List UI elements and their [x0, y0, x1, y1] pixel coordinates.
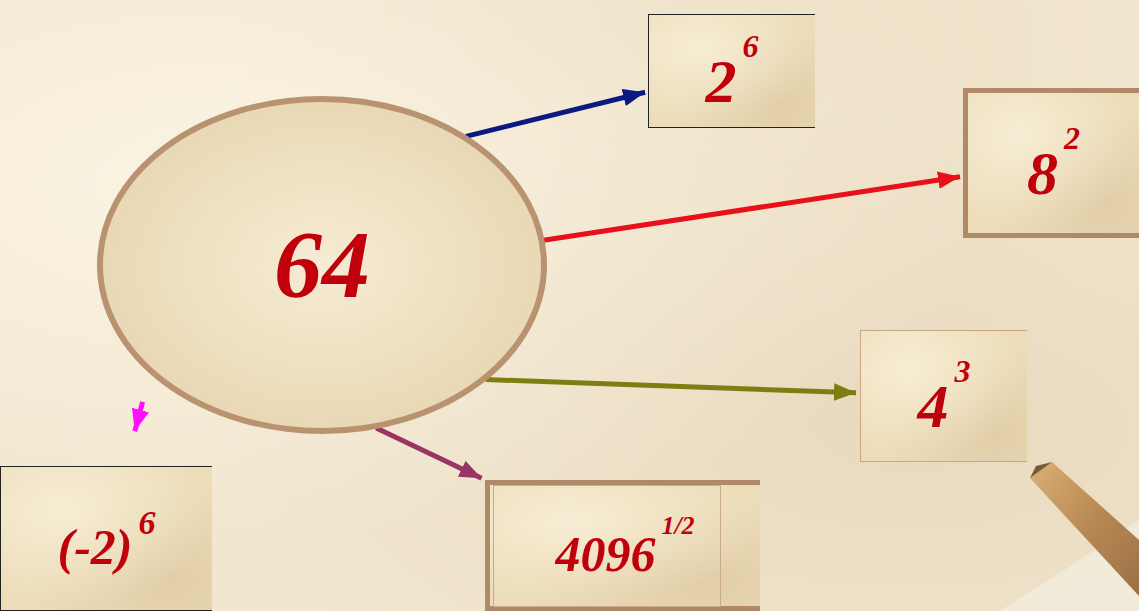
power-expression: (-2)6 [58, 506, 156, 572]
magenta-arrow [135, 402, 143, 431]
power-box: 43 [860, 330, 1027, 462]
power-box: 82 [963, 88, 1139, 238]
power-expression: 40961/2 [555, 513, 694, 579]
center-circle: 64 [96, 95, 548, 435]
exponent: 3 [955, 355, 971, 387]
base-number: (-2) [58, 522, 133, 572]
base-number: 2 [706, 50, 737, 112]
exponent: 1/2 [661, 513, 694, 539]
base-number: 8 [1027, 142, 1058, 204]
navy-arrow [466, 92, 645, 136]
olive-arrow [486, 380, 856, 393]
base-number: 4 [918, 375, 949, 437]
pencil-tip [1030, 462, 1052, 478]
power-expression: 82 [1027, 122, 1080, 204]
power-expression: 64 [274, 217, 370, 313]
power-box: 40961/2 [485, 480, 760, 611]
purple-arrow [376, 428, 481, 478]
base-number: 4096 [555, 529, 655, 579]
exponent: 6 [138, 506, 155, 540]
exponent: 6 [743, 30, 759, 62]
base-number: 64 [274, 217, 370, 313]
power-expression: 26 [706, 30, 759, 112]
power-box: 26 [648, 14, 815, 128]
exponent: 2 [1064, 122, 1080, 154]
power-box: (-2)6 [0, 466, 212, 611]
circle-shape [100, 99, 544, 431]
power-expression: 43 [918, 355, 971, 437]
pencil-body [1030, 462, 1139, 596]
red-arrow [544, 177, 960, 240]
